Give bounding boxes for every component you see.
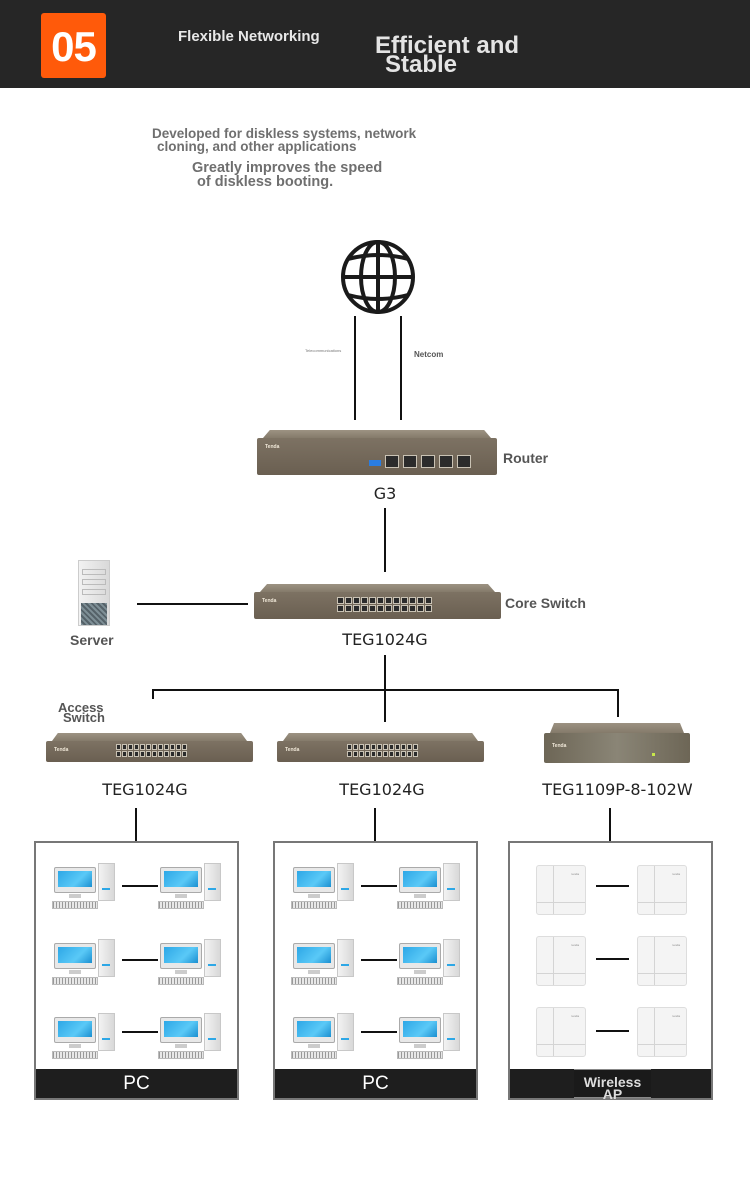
router-brand-logo: Tenda xyxy=(265,444,280,450)
access-switch-3-device: Tenda xyxy=(544,723,690,763)
access-switch-2-port-group xyxy=(347,744,418,757)
access-switch-2-device: Tenda xyxy=(277,733,484,762)
server-to-core-line xyxy=(137,603,248,605)
netcom-label: Netcom xyxy=(414,350,444,359)
pc-group-2: PC xyxy=(273,841,478,1100)
ethernet-port-icon xyxy=(457,455,471,468)
access-switch-1-brand-logo: Tenda xyxy=(54,747,69,753)
access-switch-1-model-label: TEG1024G xyxy=(102,780,188,799)
ethernet-port-icon xyxy=(439,455,453,468)
wireless-ap-icon: tenda xyxy=(637,936,687,986)
access-drop-line-3 xyxy=(617,689,619,717)
intro-line-3: Greatly improves the speed xyxy=(192,160,383,176)
desktop-pc-icon xyxy=(291,1013,359,1063)
branch-line xyxy=(596,885,629,887)
branch-line xyxy=(361,1031,397,1033)
router-to-core-line xyxy=(384,508,386,572)
globe-icon xyxy=(341,240,415,314)
wireless-ap-icon: tenda xyxy=(536,865,586,915)
ethernet-port-icon xyxy=(385,455,399,468)
core-to-access-trunk-line xyxy=(384,655,386,722)
access-switch-1-port-group xyxy=(116,744,187,757)
branch-line xyxy=(122,885,158,887)
core-switch-role-label: Core Switch xyxy=(505,595,586,611)
wireless-ap-icon: tenda xyxy=(536,1007,586,1057)
desktop-pc-icon xyxy=(158,1013,226,1063)
wireless-ap-icon: tenda xyxy=(637,865,687,915)
intro-line-2: cloning, and other applications xyxy=(157,139,357,154)
ethernet-port-icon xyxy=(403,455,417,468)
desktop-pc-icon xyxy=(52,863,120,913)
intro-line-1: Developed for diskless systems, network xyxy=(152,126,417,141)
access-switch-2-model-label: TEG1024G xyxy=(339,780,425,799)
usb-port-icon xyxy=(369,460,381,466)
header-bar: 05 Flexible Networking Efficient and Sta… xyxy=(0,0,750,88)
server-label: Server xyxy=(70,632,114,648)
desktop-pc-icon xyxy=(291,939,359,989)
desktop-pc-icon xyxy=(397,939,465,989)
telecom-label: Telecommunications xyxy=(305,348,342,353)
desktop-pc-icon xyxy=(158,939,226,989)
router-device: Tenda xyxy=(257,430,497,475)
section-number-badge: 05 xyxy=(41,13,106,78)
branch-line xyxy=(596,958,629,960)
wireless-ap-group: tenda tenda tenda tenda tenda tenda Wire… xyxy=(508,841,713,1101)
branch-line xyxy=(596,1030,629,1032)
wireless-ap-group-label: Wireless AP xyxy=(574,1069,651,1101)
branch-line xyxy=(122,1031,158,1033)
access-switch-3-model-label: TEG1109P-8-102W xyxy=(542,780,693,799)
desktop-pc-icon xyxy=(397,1013,465,1063)
pc-group-2-label: PC xyxy=(275,1069,476,1098)
header-subtitle: Flexible Networking xyxy=(178,28,320,45)
branch-line xyxy=(361,959,397,961)
desktop-pc-icon xyxy=(52,939,120,989)
header-title-line2: Stable xyxy=(385,51,458,78)
access-switch-1-device: Tenda xyxy=(46,733,253,762)
desktop-pc-icon xyxy=(397,863,465,913)
ethernet-port-icon xyxy=(421,455,435,468)
intro-line-4: of diskless booting. xyxy=(197,174,334,190)
router-model-label: G3 xyxy=(373,484,397,503)
intro-text-2: Greatly improves the speed of diskless b… xyxy=(192,160,383,190)
server-icon xyxy=(78,560,110,626)
desktop-pc-icon xyxy=(158,863,226,913)
branch-line xyxy=(122,959,158,961)
access-bus-line xyxy=(152,689,619,691)
header-title: Efficient and Stable xyxy=(375,32,595,78)
pc-group-1: PC xyxy=(34,841,239,1100)
core-switch-port-group xyxy=(337,597,432,612)
router-port-group xyxy=(385,455,471,468)
netcom-link-line xyxy=(400,316,402,420)
core-switch-device: Tenda xyxy=(254,584,501,619)
access-switch-2-brand-logo: Tenda xyxy=(285,747,300,753)
branch-line xyxy=(361,885,397,887)
core-switch-model-label: TEG1024G xyxy=(342,630,428,649)
wireless-ap-icon: tenda xyxy=(536,936,586,986)
header-title-line1: Efficient and xyxy=(375,32,520,59)
wireless-ap-icon: tenda xyxy=(637,1007,687,1057)
power-led-icon xyxy=(652,753,655,756)
telecom-link-line xyxy=(354,316,356,420)
access-switch-3-brand-logo: Tenda xyxy=(552,743,567,749)
intro-text-1: Developed for diskless systems, network … xyxy=(152,126,417,154)
router-role-label: Router xyxy=(503,450,549,466)
access-switch-role-label: Access Switch xyxy=(58,700,105,725)
core-switch-brand-logo: Tenda xyxy=(262,598,277,604)
access-drop-line-1 xyxy=(152,689,154,699)
desktop-pc-icon xyxy=(52,1013,120,1063)
pc-group-1-label: PC xyxy=(36,1069,237,1098)
desktop-pc-icon xyxy=(291,863,359,913)
wireless-ap-group-footer: Wireless AP xyxy=(510,1069,711,1101)
